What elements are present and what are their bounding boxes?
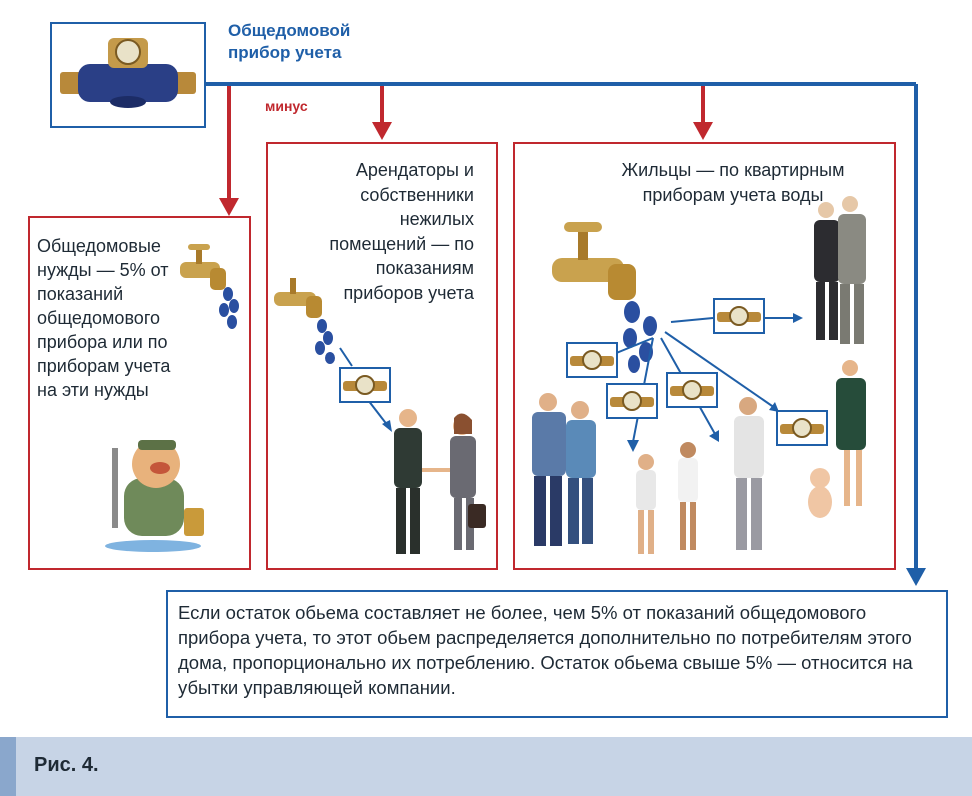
figure-footer: Рис. 4.: [0, 737, 972, 796]
figure-caption: Рис. 4.: [34, 754, 99, 776]
residents-faucet-icon: [552, 222, 657, 373]
arrow-to-common: [219, 198, 239, 216]
minus-label: минус: [265, 98, 308, 114]
arrow-to-residents: [693, 122, 713, 140]
tenants-faucet-icon: [274, 278, 335, 364]
resident-meter-4: [666, 372, 718, 408]
tenants-meter-icon: [339, 367, 391, 403]
business-people-illustration: [394, 409, 486, 554]
family-illustration: [532, 196, 866, 554]
tenants-flow: [339, 347, 392, 432]
tenants-text: Арендаторы и собственники нежилых помеще…: [329, 160, 474, 303]
resident-meter-3: [606, 383, 658, 419]
footer-accent: [0, 737, 16, 796]
resident-meter-2: [566, 342, 618, 378]
arrow-to-tenants: [372, 122, 392, 140]
main-meter-box: [50, 22, 206, 128]
common-needs-text: Общедомовые нужды — 5% от показаний обще…: [37, 236, 171, 400]
meter-title: Общедомовой прибор учета: [228, 21, 351, 62]
residents-text: Жильцы — по квартирным приборам учета во…: [621, 160, 845, 205]
note-text: Если остаток обьема составляет не более,…: [178, 602, 913, 698]
resident-meter-5: [776, 410, 828, 446]
resident-meter-1: [713, 298, 765, 334]
water-meter-icon: [60, 38, 196, 108]
arrow-to-note: [906, 568, 926, 586]
note-box: [166, 590, 948, 718]
plumber-illustration: [105, 440, 204, 552]
faucet-icon: [180, 244, 239, 329]
